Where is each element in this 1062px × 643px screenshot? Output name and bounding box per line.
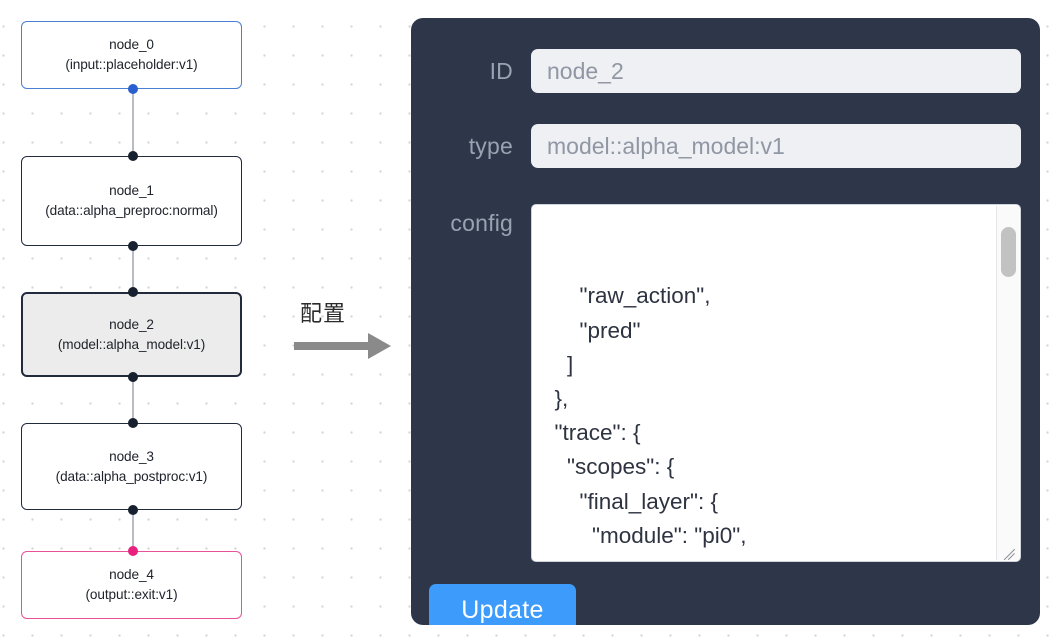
edge-node3-node4 xyxy=(132,510,134,551)
type-field-label: type xyxy=(468,132,513,159)
node-port-node_3-in[interactable] xyxy=(128,418,138,428)
update-button[interactable]: Update xyxy=(429,584,576,625)
config-scrollbar[interactable] xyxy=(996,206,1019,560)
edge-node0-node1 xyxy=(132,89,134,156)
node-type-label: (data::alpha_preproc:normal) xyxy=(45,203,218,218)
config-field-row: config "raw_action", "pred" ] }, "trace"… xyxy=(411,204,1040,562)
node-id-label: node_0 xyxy=(109,37,154,52)
arrow-label: 配置 xyxy=(300,301,347,326)
resize-handle-icon[interactable] xyxy=(1002,543,1018,561)
node-port-node_1-out[interactable] xyxy=(128,241,138,251)
graph-node-node_2[interactable]: node_2 (model::alpha_model:v1) xyxy=(21,292,242,377)
node-port-node_4-in[interactable] xyxy=(128,546,138,556)
node-config-panel: ID node_2 type model::alpha_model:v1 con… xyxy=(411,18,1040,625)
node-port-node_2-in[interactable] xyxy=(128,287,138,297)
node-port-node_1-in[interactable] xyxy=(128,151,138,161)
node-type-label: (input::placeholder:v1) xyxy=(65,57,198,72)
graph-node-node_4[interactable]: node_4 (output::exit:v1) xyxy=(21,551,242,619)
node-id-label: node_1 xyxy=(109,183,154,198)
id-input[interactable]: node_2 xyxy=(531,49,1021,93)
config-scrollbar-thumb[interactable] xyxy=(1001,227,1016,277)
edge-node1-node2 xyxy=(132,246,134,292)
node-type-label: (data::alpha_postproc:v1) xyxy=(55,468,208,484)
node-id-label: node_3 xyxy=(109,448,154,464)
graph-node-node_3[interactable]: node_3 (data::alpha_postproc:v1) xyxy=(21,423,242,510)
node-port-node_0-out[interactable] xyxy=(128,84,138,94)
edge-node2-node3 xyxy=(132,377,134,423)
right-arrow-icon xyxy=(294,333,391,359)
graph-node-node_0[interactable]: node_0 (input::placeholder:v1) xyxy=(21,21,242,89)
graph-node-node_1[interactable]: node_1 (data::alpha_preproc:normal) xyxy=(21,156,242,246)
config-json-text: "raw_action", "pred" ] }, "trace": { "sc… xyxy=(554,283,791,561)
node-id-label: node_4 xyxy=(109,567,154,582)
node-port-node_2-out[interactable] xyxy=(128,372,138,382)
type-field-row: type model::alpha_model:v1 xyxy=(411,124,1040,168)
config-annotation: 配置 xyxy=(292,296,402,366)
config-field-label: config xyxy=(450,210,513,236)
type-input[interactable]: model::alpha_model:v1 xyxy=(531,124,1021,168)
node-port-node_3-out[interactable] xyxy=(128,505,138,515)
config-textarea[interactable]: "raw_action", "pred" ] }, "trace": { "sc… xyxy=(531,204,1021,562)
node-id-label: node_2 xyxy=(109,316,154,332)
id-field-row: ID node_2 xyxy=(411,49,1040,93)
id-field-label: ID xyxy=(489,57,513,84)
node-type-label: (model::alpha_model:v1) xyxy=(57,336,206,352)
node-type-label: (output::exit:v1) xyxy=(85,587,178,602)
